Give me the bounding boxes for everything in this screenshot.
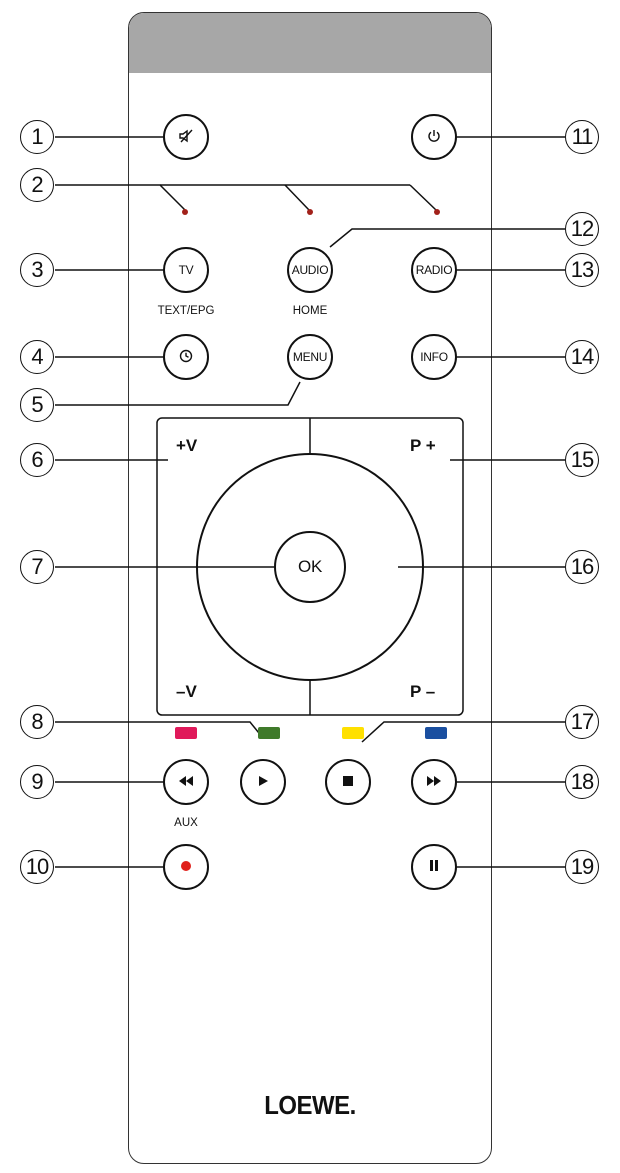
fast-forward-icon [426, 775, 442, 790]
remote-control-body [128, 12, 492, 1164]
leader-2e [409, 184, 437, 211]
program-up-label[interactable]: P + [410, 436, 436, 455]
red-key[interactable] [175, 727, 197, 739]
callout-7: 7 [20, 550, 54, 584]
yellow-key[interactable] [342, 727, 364, 739]
pause-icon [429, 860, 439, 874]
rewind-button[interactable] [163, 759, 209, 805]
callout-8: 8 [20, 705, 54, 739]
leader-2c [284, 184, 310, 211]
record-button[interactable] [163, 844, 209, 890]
callout-3: 3 [20, 253, 54, 287]
callout-12: 12 [565, 212, 599, 246]
leader-12 [329, 228, 565, 248]
home-label: HOME [292, 305, 328, 317]
blue-key[interactable] [425, 727, 447, 739]
text-epg-button[interactable] [163, 334, 209, 380]
callout-19: 19 [565, 850, 599, 884]
power-icon [426, 128, 442, 147]
program-down-label[interactable]: P – [410, 682, 436, 701]
led-indicator [434, 209, 440, 215]
stop-icon [343, 775, 353, 789]
menu-button[interactable]: MENU [287, 334, 333, 380]
play-button[interactable] [240, 759, 286, 805]
led-indicator [307, 209, 313, 215]
callout-6: 6 [20, 443, 54, 477]
ok-button-label: OK [298, 557, 322, 576]
info-button[interactable]: INFO [411, 334, 457, 380]
callout-14: 14 [565, 340, 599, 374]
pause-button[interactable] [411, 844, 457, 890]
radio-button-label: RADIO [415, 263, 453, 277]
rewind-icon [178, 775, 194, 790]
leader-17 [361, 721, 565, 743]
remote-top-panel [129, 13, 491, 73]
fast-forward-button[interactable] [411, 759, 457, 805]
stop-button[interactable] [325, 759, 371, 805]
volume-up-label[interactable]: +V [176, 436, 198, 455]
callout-10: 10 [20, 850, 54, 884]
callout-1: 1 [20, 120, 54, 154]
play-icon [257, 775, 269, 790]
callout-9: 9 [20, 765, 54, 799]
record-icon [180, 860, 192, 875]
callout-5: 5 [20, 388, 54, 422]
callout-11: 11 [565, 120, 599, 154]
power-button[interactable] [411, 114, 457, 160]
tv-button[interactable]: TV [163, 247, 209, 293]
leader-2 [55, 184, 186, 211]
mute-button[interactable] [163, 114, 209, 160]
menu-button-label: MENU [292, 350, 328, 364]
leader-8 [55, 721, 264, 739]
callout-4: 4 [20, 340, 54, 374]
callout-16: 16 [565, 550, 599, 584]
green-key[interactable] [258, 727, 280, 739]
led-indicator [182, 209, 188, 215]
callout-18: 18 [565, 765, 599, 799]
aux-label: AUX [174, 817, 198, 829]
volume-down-label[interactable]: –V [176, 682, 197, 701]
clock-icon [179, 349, 193, 366]
callout-17: 17 [565, 705, 599, 739]
callout-2: 2 [20, 168, 54, 202]
tv-button-label: TV [178, 263, 194, 277]
info-button-label: INFO [420, 350, 448, 364]
callout-15: 15 [565, 443, 599, 477]
ok-button[interactable]: OK [274, 531, 346, 603]
mute-icon [178, 128, 194, 147]
audio-button-label: AUDIO [291, 263, 329, 277]
leader-5 [55, 381, 301, 406]
audio-button[interactable]: AUDIO [287, 247, 333, 293]
brand-logo: LOEWE. [264, 1090, 356, 1120]
callout-13: 13 [565, 253, 599, 287]
text-epg-label: TEXT/EPG [157, 305, 215, 317]
radio-button[interactable]: RADIO [411, 247, 457, 293]
